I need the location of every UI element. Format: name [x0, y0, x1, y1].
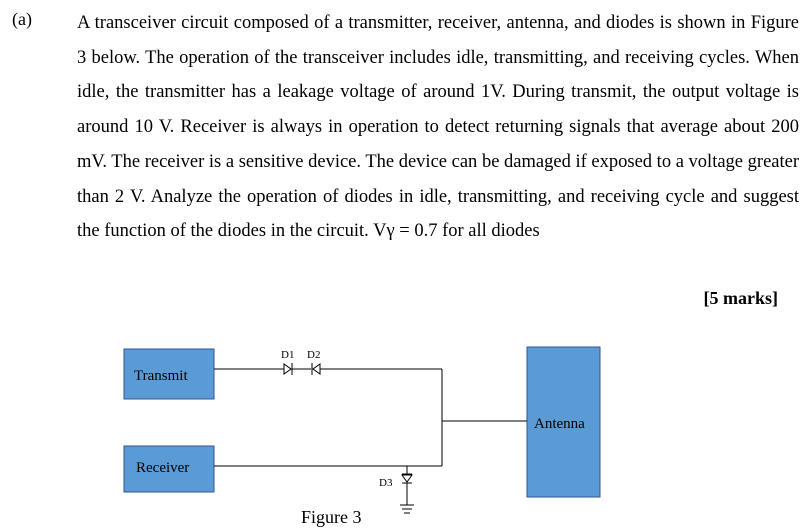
question-label: (a) [12, 9, 32, 29]
d2-label: D2 [307, 349, 320, 361]
d1-label: D1 [281, 349, 294, 361]
ground-icon [400, 504, 414, 514]
diode-d2-icon [307, 363, 324, 375]
transmit-label: Transmit [134, 368, 188, 384]
receiver-label: Receiver [136, 460, 189, 476]
antenna-label: Antenna [534, 416, 585, 432]
figure-caption: Figure 3 [301, 507, 362, 527]
diode-d3-icon [401, 473, 413, 505]
antenna-box [526, 346, 601, 498]
receiver-box [123, 445, 215, 493]
transmit-box [123, 348, 215, 400]
marks: [5 marks] [703, 288, 779, 308]
question-text: A transceiver circuit composed of a tran… [77, 13, 799, 242]
diode-d1-icon [280, 363, 307, 375]
d3-label: D3 [379, 477, 393, 489]
